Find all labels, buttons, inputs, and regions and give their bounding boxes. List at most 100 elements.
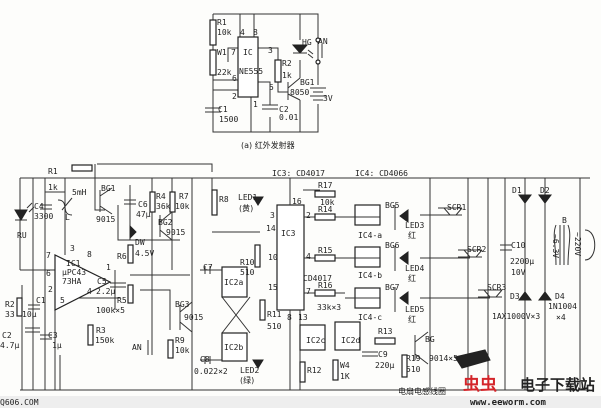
d3-diode: [518, 291, 532, 301]
ic2c-gate: [299, 324, 326, 351]
scr3-triac: [478, 289, 503, 298]
c6-label: C6: [138, 200, 148, 209]
c2-value: 0.01: [279, 113, 298, 122]
led1-icon: [252, 196, 264, 206]
ic4b-label: IC4-b: [358, 271, 382, 280]
pin-8: 8: [253, 28, 258, 37]
r2-label: R2: [5, 300, 15, 309]
w1-value: 22k: [217, 68, 232, 77]
ic4-title: IC4: CD4066: [355, 169, 408, 178]
d3-label: D3: [510, 292, 520, 301]
bg7-label: BG7: [385, 283, 400, 292]
c10-capacitor: [500, 244, 512, 251]
ic4a-label: IC4-a: [358, 231, 382, 240]
r16-label: R16: [318, 281, 333, 290]
c10-value1: 2200μ: [510, 257, 534, 266]
ic3-pin-2: 2: [306, 211, 311, 220]
r6-label: R6: [117, 252, 127, 261]
c1-capacitor: [28, 304, 40, 310]
w4-label: W4: [340, 361, 350, 370]
ic1-pin-6: 6: [46, 269, 51, 278]
ne555-ic: [237, 36, 259, 98]
r1-label: R1: [217, 18, 227, 27]
ic1-pin-3: 3: [70, 244, 75, 253]
pin-1: 1: [253, 100, 258, 109]
r9-resistor: [167, 339, 174, 359]
ic2a-gate: [221, 266, 248, 298]
r7-label: R7: [179, 192, 189, 201]
watermark-left: Q606.COM: [0, 398, 39, 407]
r16-value: 33k×3: [317, 303, 341, 312]
c4-label: C4: [34, 202, 44, 211]
led1-label: LED1: [238, 193, 257, 202]
ic2a-label: IC2a: [224, 278, 243, 287]
r14-label: R14: [318, 205, 333, 214]
ic1-pin-4: 4: [87, 287, 92, 296]
ic3-part: CD4017: [303, 274, 332, 283]
bg1-transistor: [287, 77, 301, 101]
hg-ir-led-icon: [291, 44, 309, 54]
c5-value: 2.2μ: [96, 287, 115, 296]
pin-7: 7: [231, 48, 236, 57]
ic3-label: IC3: [281, 229, 296, 238]
c8-value: 0.022×2: [194, 367, 228, 376]
scr1-triac: [438, 207, 463, 216]
r10-label: R10: [240, 258, 255, 267]
bg-transistor: [414, 331, 429, 365]
r5-resistor: [127, 284, 134, 304]
ic3-pin-3: 3: [270, 211, 275, 220]
pin-4: 4: [240, 28, 245, 37]
ic4c-label: IC4-c: [358, 313, 382, 322]
bg-label: BG: [425, 335, 435, 344]
dw-value: 4.5V: [135, 249, 154, 258]
led3-icon: [399, 209, 409, 223]
led5-icon: [399, 291, 409, 305]
diode-part: 1N1004: [548, 302, 577, 311]
transmitter-caption: (a) 红外发射器: [241, 140, 295, 150]
c1-value: 10μ: [22, 310, 37, 319]
c9-value: 220μ: [375, 361, 394, 370]
r3-resistor: [87, 324, 94, 346]
r10-value: 510: [240, 268, 255, 277]
r3-value: 150k: [95, 336, 114, 345]
bg-part: 9014×5: [429, 354, 458, 363]
r11-label: R11: [267, 310, 282, 319]
r8-label: R8: [219, 195, 229, 204]
led2-label: LED2: [240, 366, 259, 375]
c1-capacitor: [205, 107, 221, 113]
ic1-pin-1: 1: [106, 263, 111, 272]
ic2d-gate: [334, 321, 361, 351]
ic1-part1: μPC43: [62, 268, 86, 277]
c1-label: C1: [218, 105, 228, 114]
c8-label: C8: [200, 355, 210, 364]
d4-diode: [538, 291, 552, 301]
fan-coil-label: 电扇电感线圈: [398, 386, 446, 396]
led4-label: LED4: [405, 264, 424, 273]
v-low-label: ~6.3V: [551, 234, 560, 258]
bg1-part: 9015: [96, 215, 115, 224]
w1-label: W1: [217, 48, 227, 57]
scr-part: 1AX1000V×3: [492, 312, 540, 321]
pin-2: 2: [232, 92, 237, 101]
r12-label: R12: [307, 366, 322, 375]
c3-capacitor: [40, 334, 52, 340]
bg1-transistor: [99, 187, 113, 215]
v-high-label: ~220V: [573, 232, 582, 256]
diode-count: ×4: [556, 313, 566, 322]
watermark-logo-mark: 虫虫: [463, 374, 497, 395]
led1-color: (黄): [239, 203, 253, 213]
l-label: L: [65, 213, 70, 222]
c2-label: C2: [2, 331, 12, 340]
r1-value: 1k: [48, 183, 58, 192]
r17-label: R17: [318, 181, 333, 190]
r12-resistor: [299, 361, 306, 383]
led5-label: LED5: [405, 305, 424, 314]
an-button[interactable]: [147, 340, 153, 355]
dw-label: DW: [135, 238, 145, 247]
r6-resistor: [127, 244, 134, 264]
bg2-transistor: [159, 211, 173, 241]
ic3-pin-16: 16: [292, 197, 302, 206]
ic3-pin-4: 4: [306, 252, 311, 261]
ic2b-gate: [221, 332, 248, 362]
l-value: 5mH: [72, 188, 87, 197]
